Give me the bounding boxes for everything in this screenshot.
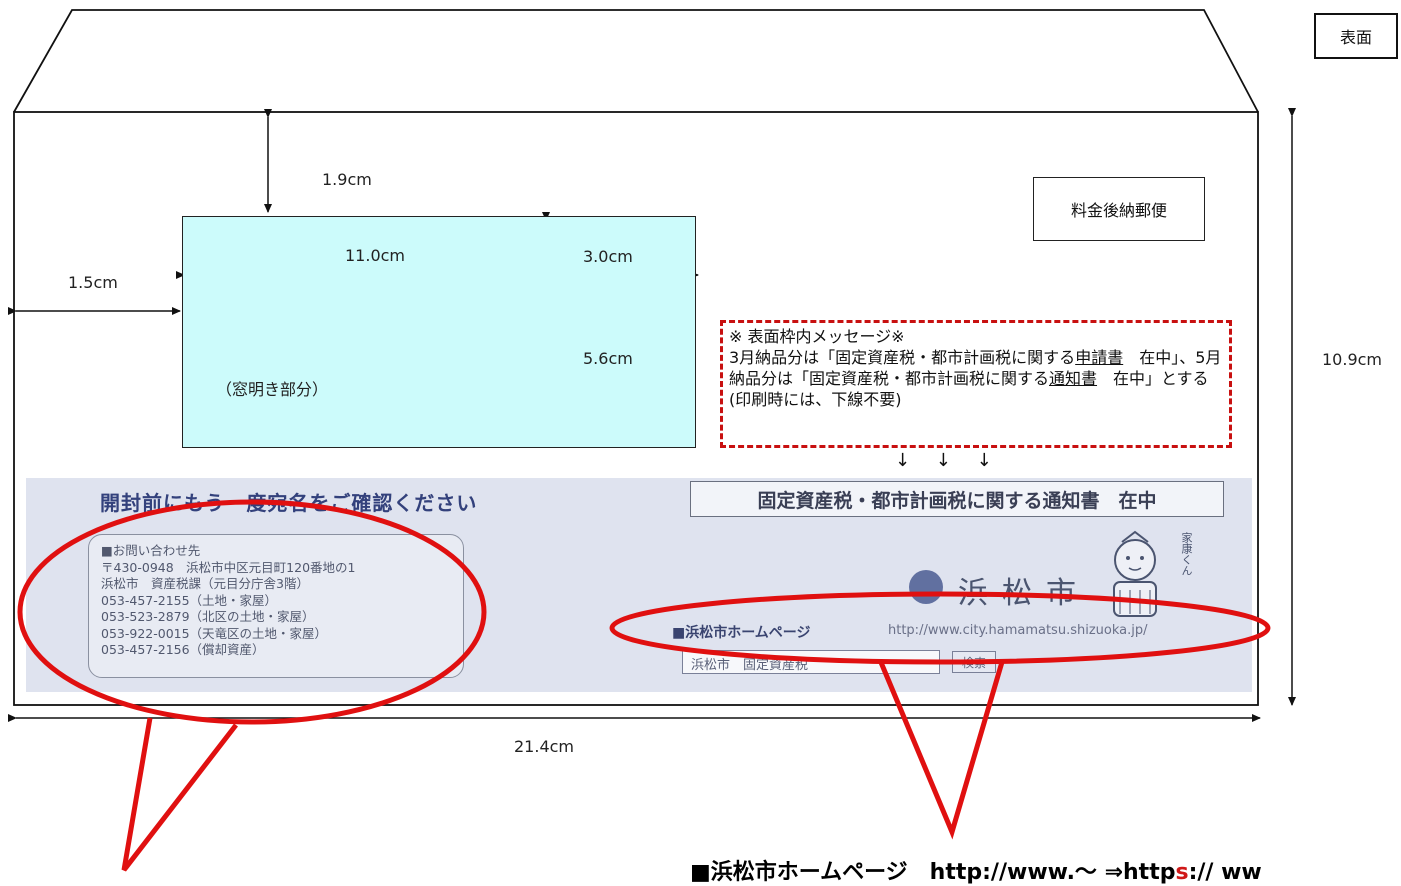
search-input: 浜松市 固定資産税	[682, 650, 940, 674]
window-label: （窓明き部分）	[216, 380, 329, 399]
homepage-label: ■浜松市ホームページ	[672, 625, 811, 641]
contact-heading: ■お問い合わせ先	[101, 543, 201, 558]
mascot-name: 家康くん	[1180, 532, 1193, 576]
city-logo-icon	[909, 570, 943, 604]
contact-line: 053-922-0015（天竜区の土地・家屋）	[101, 625, 328, 641]
contact-line: 053-523-2879（北区の土地・家屋）	[101, 609, 315, 624]
contact-line: 〒430-0948 浜松市中区元目町120番地の1	[101, 559, 356, 575]
city-logo-text: 浜松市	[958, 576, 1090, 611]
mascot-icon	[1113, 530, 1157, 617]
envelope-flap	[13, 9, 1259, 113]
message-body: 3月納品分は「固定資産税・都市計画税に関する申請書 在中」、5月納品分は「固定資…	[729, 348, 1222, 409]
band-title: 開封前にもう一度宛名をご確認ください	[100, 491, 478, 515]
homepage-url: http://www.city.hamamatsu.shizuoka.jp/	[888, 623, 1148, 638]
search-button: 検索	[952, 651, 996, 673]
down-arrows: ↓ ↓ ↓	[895, 450, 1002, 471]
dim-window-height: 5.6cm	[583, 349, 633, 368]
homepage-url-change-note: ■浜松市ホームページ http://www.～ ⇒https:// ww	[690, 860, 1262, 885]
dim-top-margin: 1.9cm	[322, 170, 372, 189]
message-title: ※ 表面枠内メッセージ※	[729, 327, 905, 346]
contact-box: ■お問い合わせ先 〒430-0948 浜松市中区元目町120番地の1 浜松市 資…	[88, 534, 464, 678]
dim-window-width: 11.0cm	[345, 246, 406, 265]
dim-envelope-width: 21.4cm	[514, 737, 575, 756]
contact-line: 浜松市 資産税課（元目分庁舎3階）	[101, 576, 309, 591]
postage-mark: 料金後納郵便	[1033, 177, 1205, 241]
contact-line: 053-457-2156（償却資産）	[101, 642, 265, 657]
face-label: 表面	[1314, 13, 1398, 59]
dim-envelope-height: 10.9cm	[1322, 350, 1383, 369]
dim-left-margin: 1.5cm	[68, 273, 118, 292]
address-window	[182, 216, 696, 448]
enclosure-notice: 固定資産税・都市計画税に関する通知書 在中	[690, 481, 1224, 517]
contact-line: 053-457-2155（土地・家屋）	[101, 592, 278, 608]
envelope-body	[13, 111, 1259, 706]
message-box: ※ 表面枠内メッセージ※ 3月納品分は「固定資産税・都市計画税に関する申請書 在…	[720, 320, 1232, 448]
dim-window-top-height: 3.0cm	[583, 247, 633, 266]
